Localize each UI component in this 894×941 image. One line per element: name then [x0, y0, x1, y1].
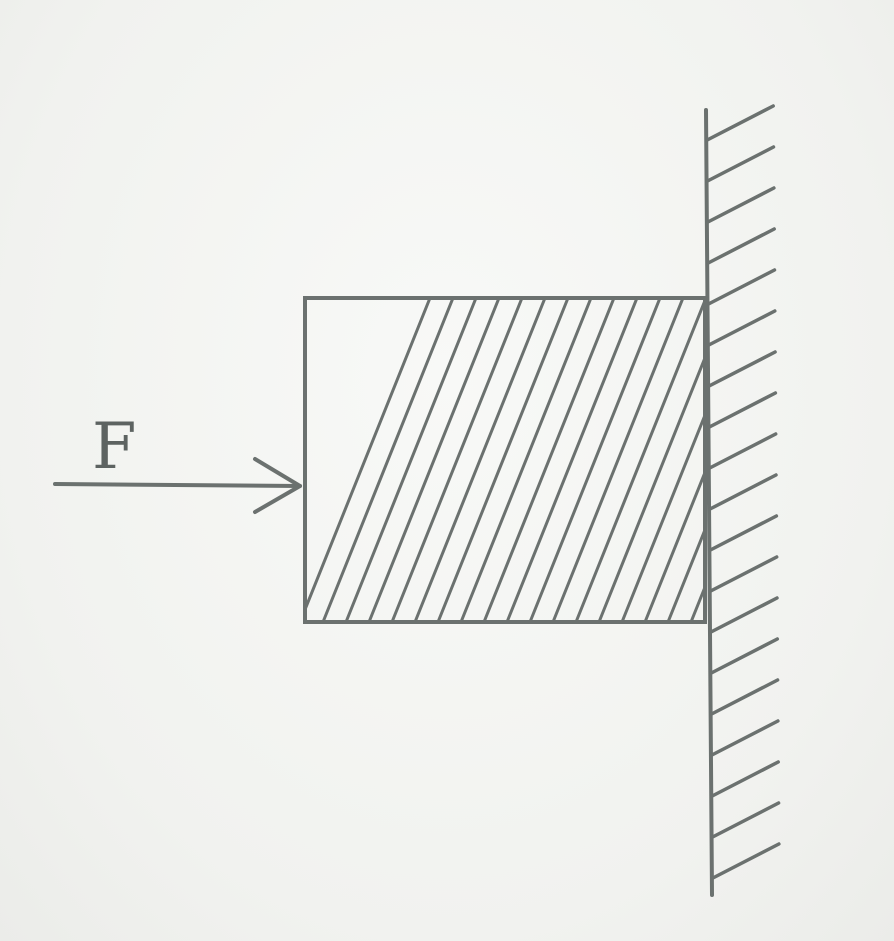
wall-hatch-line [708, 555, 779, 593]
wall-hatch-line [706, 268, 777, 306]
block-hatch-line [459, 298, 593, 622]
wall [704, 104, 781, 897]
block-hatch-line [390, 298, 524, 622]
wall-hatch-line [705, 145, 776, 183]
wall-hatching [705, 104, 781, 880]
block-hatch-line [829, 298, 894, 622]
block-hatch-line [737, 298, 867, 622]
block-hatch-line [574, 298, 705, 622]
wall-hatch-line [710, 801, 781, 839]
block-hatch-line [714, 298, 844, 622]
wall-hatch-line [710, 760, 780, 798]
block-hatch-line [666, 525, 705, 622]
force-arrow-head [253, 457, 302, 514]
wall-hatch-line [707, 432, 778, 470]
wall-hatch-line [707, 391, 778, 429]
force-label: F [92, 410, 136, 484]
block-hatch-line [806, 298, 894, 622]
block-hatch-line [783, 298, 894, 622]
block-hatch-line [597, 353, 705, 622]
block-outline [303, 296, 707, 624]
block-hatch-line [528, 298, 662, 622]
wall-hatch-line [708, 514, 779, 552]
block-hatch-line [344, 298, 478, 622]
wall-hatch-line [706, 227, 776, 265]
block-hatch-line [482, 298, 616, 622]
wall-line [704, 108, 714, 897]
block [303, 296, 894, 624]
wall-hatch-line [707, 350, 777, 388]
wall-hatch-line [711, 842, 781, 880]
wall-hatch-line [705, 104, 775, 142]
wall-hatch-line [708, 473, 778, 511]
wall-hatch-line [707, 309, 777, 347]
wall-hatch-line [709, 596, 779, 634]
force-arrow-shaft [53, 482, 302, 488]
wall-hatch-line [709, 678, 780, 716]
block-hatch-line [620, 411, 705, 622]
force-arrow [53, 457, 302, 514]
block-hatch-line [505, 298, 639, 622]
block-hatch-line [760, 298, 890, 622]
block-hatching [305, 298, 894, 622]
block-hatch-line [551, 298, 685, 622]
wall-hatch-line [706, 186, 776, 224]
wall-hatch-line [709, 637, 780, 675]
block-hatch-line [367, 298, 501, 622]
block-hatch-line [321, 298, 455, 622]
block-hatch-line [413, 298, 547, 622]
block-hatch-line [643, 468, 705, 622]
wall-hatch-line [710, 719, 780, 757]
block-hatch-line [436, 298, 570, 622]
block-hatch-line [305, 298, 432, 614]
